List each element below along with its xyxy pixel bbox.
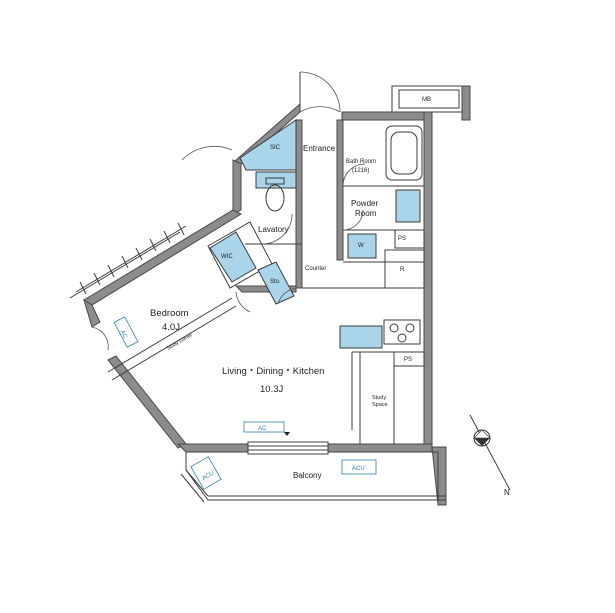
- fixtures: [209, 119, 421, 349]
- powder-room-label-2: Room: [355, 209, 377, 218]
- balcony-area: [180, 451, 446, 503]
- powder-sink: [395, 189, 421, 223]
- lavatory-label: Lavatory: [258, 225, 289, 234]
- acu-right-label: ACU: [352, 466, 365, 472]
- study-space-label-2: Space: [372, 402, 388, 408]
- kitchen-sink: [339, 325, 383, 349]
- bedroom-label: Bedroom: [150, 308, 189, 319]
- stove-icon: [383, 319, 421, 345]
- ac-ldk-label: AC: [258, 426, 267, 432]
- mb-label: MB: [422, 97, 431, 103]
- ps-label-bottom: PS: [404, 357, 412, 363]
- sic-label: SIC: [270, 145, 281, 151]
- washer-space: [347, 233, 377, 259]
- ps-label-top: PS: [398, 236, 406, 242]
- r-label: R: [400, 267, 405, 273]
- doors: [91, 71, 366, 351]
- powder-room-label-1: Powder: [351, 199, 378, 208]
- balcony-label: Balcony: [293, 471, 321, 480]
- balcony-window: [247, 441, 329, 455]
- ac-units: [113, 316, 377, 490]
- ldk-label: Living・Dining・Kitchen: [222, 366, 324, 377]
- toilet-icon: [265, 177, 285, 212]
- exterior-railing: [69, 222, 187, 299]
- ac-bedroom-label: AC: [119, 330, 129, 341]
- wic-closet: [209, 231, 257, 283]
- entrance-label: Entrance: [303, 144, 336, 153]
- north-label: N: [504, 488, 510, 497]
- wic-label: WIC: [221, 254, 233, 260]
- bathtub: [385, 125, 423, 181]
- compass-icon: [469, 414, 511, 491]
- study-space-label-1: Study: [372, 395, 386, 401]
- w-label: W: [358, 243, 364, 249]
- counter-label: Counter: [305, 266, 326, 272]
- bedroom-size-label: 4.0J: [162, 322, 180, 333]
- acu-left-label: ACU: [201, 471, 215, 483]
- sic-closet: [239, 119, 297, 171]
- ldk-size-label: 10.3J: [260, 384, 283, 395]
- bath-room-label: Bath Room: [346, 159, 376, 165]
- sto-label: Sto.: [270, 279, 281, 285]
- bath-size-label: (1216): [352, 168, 369, 174]
